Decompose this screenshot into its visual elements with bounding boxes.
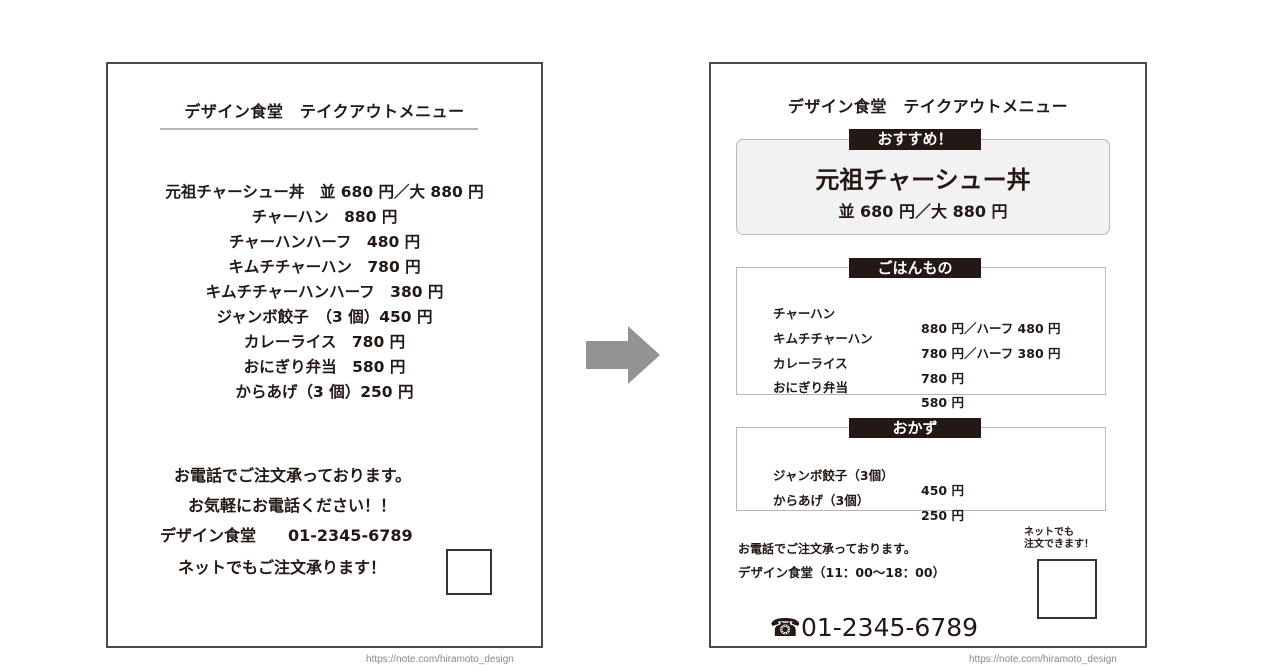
menu-item: カレーライス 780 円 <box>243 333 406 351</box>
phone-number[interactable]: ☎01-2345-6789 <box>738 584 978 671</box>
qr-code-placeholder[interactable] <box>1037 559 1097 619</box>
call-note: お気軽にお電話ください！！ <box>188 496 397 515</box>
qr-code-placeholder[interactable] <box>446 549 492 595</box>
before-menu-list: 元祖チャーシュー丼 並 680 円／大 880 円 チャーハン 880 円 チャ… <box>108 180 541 405</box>
right-arrow-icon <box>586 326 660 384</box>
rice-section: チャーハン 880 円／ハーフ 480 円 キムチチャーハン 780 円／ハーフ… <box>736 267 1106 410</box>
menu-item: キムチチャーハン 780 円／ハーフ 380 円 <box>773 313 1061 373</box>
net-note-line1: ネットでも <box>1024 527 1074 538</box>
shop-phone: デザイン食堂 01-2345-6789 <box>160 526 413 545</box>
after-menu-flyer: デザイン食堂 テイクアウトメニュー おすすめ！ 元祖チャーシュー丼 並 680 … <box>709 62 1147 648</box>
side-dish-section: ジャンボ餃子（3個） 450 円 からあげ（3個） 250 円 <box>736 427 1106 523</box>
title-underline <box>160 128 478 130</box>
menu-item: キムチチャーハン 780 円 <box>228 258 421 276</box>
menu-item: チャーハン 880 円 <box>251 208 398 226</box>
item-price: 780 円 <box>921 371 964 386</box>
item-price: 450 円 <box>921 483 964 498</box>
credit-link[interactable]: https://note.com/hiramoto_design <box>969 654 1117 665</box>
menu-item: ジャンボ餃子 （3 個）450 円 <box>216 308 433 326</box>
menu-item: キムチチャーハンハーフ 380 円 <box>205 283 444 301</box>
item-name: チャーハン <box>773 306 836 321</box>
menu-item: ジャンボ餃子（3個） 450 円 <box>773 450 964 510</box>
side-dish-section-label: おかず <box>849 418 981 438</box>
item-name: カレーライス <box>773 356 848 371</box>
item-name: キムチチャーハン <box>773 331 873 346</box>
menu-item: おにぎり弁当 580 円 <box>243 358 406 376</box>
before-menu-flyer: デザイン食堂 テイクアウトメニュー 元祖チャーシュー丼 並 680 円／大 88… <box>106 62 543 648</box>
net-note-line2: 注文できます！ <box>1024 539 1094 550</box>
menu-item: カレーライス 780 円 <box>773 338 964 398</box>
item-price: 250 円 <box>921 508 964 523</box>
menu-item: おにぎり弁当 580 円 <box>773 362 964 422</box>
shop-hours: デザイン食堂（11：00〜18：00） <box>738 565 946 580</box>
item-name: ジャンボ餃子（3個） <box>773 468 894 483</box>
net-order-note: ネットでもご注文承ります！ <box>178 558 387 577</box>
telephone-icon: ☎ <box>769 613 801 642</box>
credit-link[interactable]: https://note.com/hiramoto_design <box>366 654 514 665</box>
menu-item: チャーハン 880 円／ハーフ 480 円 <box>773 288 1061 348</box>
menu-item: 元祖チャーシュー丼 並 680 円／大 880 円 <box>165 183 484 201</box>
recommend-box <box>736 139 1110 235</box>
order-note: お電話でご注文承っております。 <box>738 542 916 556</box>
recommend-label: おすすめ！ <box>849 129 981 150</box>
menu-item: からあげ（3 個）250 円 <box>235 383 414 401</box>
order-note: お電話でご注文承っております。 <box>174 466 412 485</box>
item-name: からあげ（3個） <box>773 493 870 508</box>
item-price: 880 円／ハーフ 480 円 <box>921 321 1061 336</box>
recommend-item-name: 元祖チャーシュー丼 <box>815 166 1031 194</box>
net-order-note: ネットでも 注文できます！ <box>1024 527 1094 551</box>
item-price: 780 円／ハーフ 380 円 <box>921 346 1061 361</box>
after-title: デザイン食堂 テイクアウトメニュー <box>787 97 1069 116</box>
rice-section-label: ごはんもの <box>849 258 981 278</box>
item-name: おにぎり弁当 <box>773 380 849 395</box>
recommend-item-price: 並 680 円／大 880 円 <box>838 202 1008 221</box>
phone-digits: 01-2345-6789 <box>800 613 979 642</box>
item-price: 580 円 <box>921 395 964 410</box>
before-title: デザイン食堂 テイクアウトメニュー <box>184 102 465 121</box>
menu-item: からあげ（3個） 250 円 <box>773 475 964 535</box>
menu-item: チャーハンハーフ 480 円 <box>228 233 421 251</box>
